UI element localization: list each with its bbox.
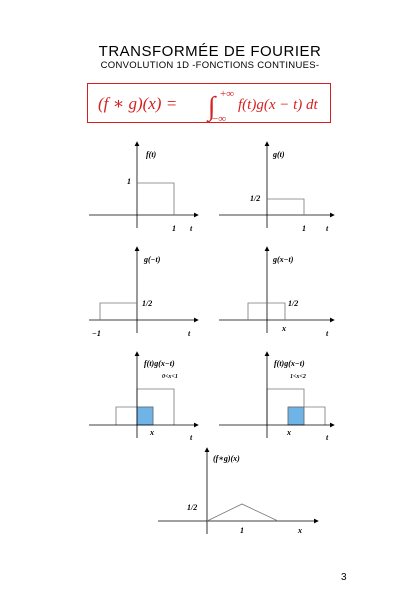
plot-product-1: f(t)g(x−t) 0<x<1 x t [89, 351, 199, 442]
formula-lhs: (f ∗ g)(x) = [98, 94, 177, 113]
g-shift-level-label: 1/2 [288, 299, 298, 308]
overlap-area [287, 406, 305, 426]
plot-product-2: f(t)g(x−t) 1<x<2 x t [219, 351, 335, 442]
product-2-condition: 1<x<2 [290, 374, 306, 380]
overlap-area [136, 406, 154, 426]
page-title: TRANSFORMÉE DE FOURIER [98, 43, 322, 60]
g-xlabel: t [326, 224, 329, 233]
product-1-ylabel: f(t)g(x−t) [144, 359, 175, 368]
g-x-tick: 1 [302, 224, 306, 233]
page-subtitle: CONVOLUTION 1D -FONCTIONS CONTINUES- [100, 60, 320, 71]
g-shift-xlabel: t [326, 329, 329, 338]
product-2-xlabel: t [326, 433, 329, 442]
f-level-label: 1 [127, 177, 131, 186]
formula-upper-limit: +∞ [220, 88, 234, 100]
product-2-ylabel: f(t)g(x−t) [274, 359, 305, 368]
formula-lower-limit: −∞ [212, 113, 226, 124]
conv-level-label: 1/2 [187, 503, 197, 512]
plot-g-shift: g(x−t) 1/2 x t [219, 246, 335, 338]
g-neg-level-label: 1/2 [142, 299, 152, 308]
plot-g-neg: g(−t) 1/2 −1 t [89, 246, 199, 338]
g-neg-xlabel: t [188, 329, 191, 338]
g-shift-rect [287, 406, 326, 425]
triangle-curve [206, 503, 279, 522]
g-neg-rect [99, 302, 137, 320]
formula-integrand: f(t)g(x − t) dt [238, 97, 319, 113]
f-rect [137, 182, 175, 215]
g-shift-x-tick: x [281, 324, 286, 333]
f-ylabel: f(t) [146, 150, 157, 159]
g-level-label: 1/2 [250, 194, 260, 203]
convolution-formula: (f ∗ g)(x) = ∫ +∞ −∞ f(t)g(x − t) dt [87, 83, 331, 124]
g-neg-x-tick: −1 [92, 329, 101, 338]
g-shift-ylabel: g(x−t) [272, 255, 294, 264]
plot-convolution: (f∗g)(x) 1/2 1 x [158, 447, 319, 535]
plot-f: f(t) 1 1 t [89, 141, 199, 233]
plot-g: g(t) 1/2 1 t [219, 141, 335, 233]
g-rect [267, 198, 305, 215]
conv-x-tick: 1 [240, 526, 244, 535]
g-shift-rect [247, 302, 286, 320]
f-xlabel: t [190, 224, 193, 233]
conv-xlabel: x [297, 526, 302, 535]
product-1-x-tick: x [149, 428, 154, 437]
page-number: 3 [341, 572, 347, 583]
conv-ylabel: (f∗g)(x) [213, 454, 240, 463]
product-1-xlabel: t [190, 433, 193, 442]
product-2-x-tick: x [286, 428, 291, 437]
f-x-tick: 1 [172, 224, 176, 233]
g-ylabel: g(t) [272, 150, 285, 159]
g-shift-rect [115, 406, 154, 425]
g-neg-ylabel: g(−t) [143, 255, 161, 264]
product-1-condition: 0<x<1 [162, 374, 178, 380]
formula-integral-sign: ∫ [206, 91, 217, 123]
